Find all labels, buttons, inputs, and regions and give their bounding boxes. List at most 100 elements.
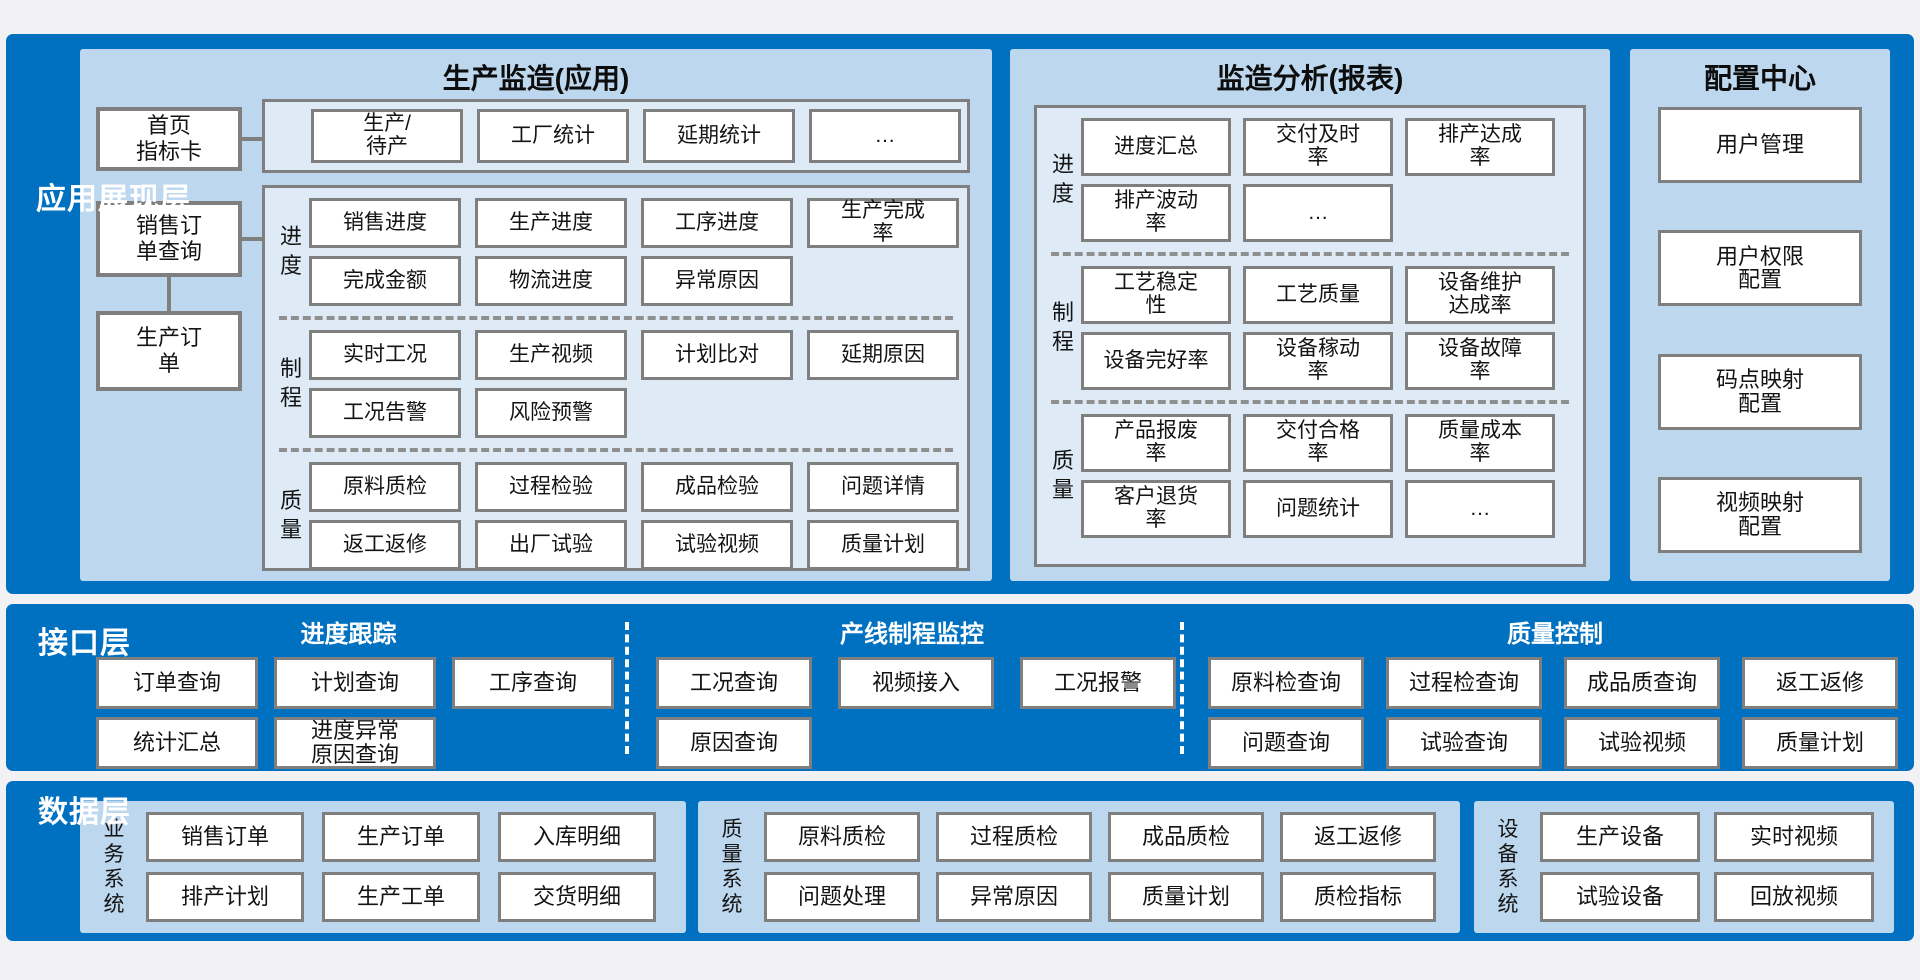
diagram-box: 交付及时 率 bbox=[1243, 118, 1393, 176]
diagram-box: 工厂统计 bbox=[477, 109, 629, 163]
group-line-process-monitoring: 产线制程监控 工况查询视频接入工况报警原因查询 bbox=[648, 614, 1176, 769]
nav-box-sales-order-query: 销售订 单查询 bbox=[96, 201, 242, 277]
production-panel-title: 生产监造(应用) bbox=[442, 63, 630, 94]
diagram-box: 问题处理 bbox=[764, 872, 920, 922]
diagram-box: 视频映射 配置 bbox=[1658, 476, 1862, 553]
group-quality-control: 质量控制 原料检查询过程检查询成品质查询返工返修问题查询试验查询试验视频质量计划 bbox=[1202, 614, 1908, 769]
diagram-box: 质量计划 bbox=[807, 520, 959, 570]
dashed-separator bbox=[279, 448, 953, 452]
diagram-box: 质量计划 bbox=[1742, 717, 1898, 769]
process-rows: 实时工况生产视频计划比对延期原因工况告警风险预警 bbox=[309, 330, 959, 438]
section-label-process: 制 程 bbox=[279, 356, 302, 410]
diagram-box: 工艺稳定 性 bbox=[1081, 266, 1231, 324]
diagram-box: 过程检查询 bbox=[1386, 657, 1542, 709]
diagram-box: 风险预警 bbox=[475, 388, 627, 438]
panel-business-system: 业 务 系 统 销售订单生产订单入库明细排产计划生产工单交货明细 bbox=[80, 801, 686, 933]
diagram-box: 工序进度 bbox=[641, 198, 793, 248]
box-row: 完成金额物流进度异常原因 bbox=[309, 256, 959, 306]
diagram-box: 设备维护 达成率 bbox=[1405, 266, 1555, 324]
section-quality: 质 量 产品报废 率交付合格 率质量成本 率客户退货 率问题统计… bbox=[1045, 408, 1575, 544]
config-item-list: 用户管理用户权限 配置码点映射 配置视频映射 配置 bbox=[1658, 107, 1862, 553]
quality-control-rows: 原料检查询过程检查询成品质查询返工返修问题查询试验查询试验视频质量计划 bbox=[1202, 657, 1908, 769]
group-progress-tracking: 进度跟踪 订单查询计划查询工序查询统计汇总进度异常 原因查询 bbox=[76, 614, 621, 769]
group-title: 质量控制 bbox=[1507, 621, 1603, 648]
diagram-box: 生产设备 bbox=[1540, 812, 1700, 862]
diagram-box: 计划查询 bbox=[274, 657, 436, 709]
box-row: 原料质检过程检验成品检验问题详情 bbox=[309, 462, 959, 512]
section-label-progress: 进 度 bbox=[279, 224, 302, 278]
quality-report-rows: 产品报废 率交付合格 率质量成本 率客户退货 率问题统计… bbox=[1081, 414, 1555, 538]
box-row: 原料质检过程质检成品质检返工返修 bbox=[764, 812, 1436, 862]
diagram-box: 质量计划 bbox=[1108, 872, 1264, 922]
diagram-box: 试验视频 bbox=[1564, 717, 1720, 769]
data-layer-label: 数据层 bbox=[38, 796, 131, 829]
interface-layer-band: 接口层 进度跟踪 订单查询计划查询工序查询统计汇总进度异常 原因查询 产线制程监… bbox=[6, 604, 1914, 771]
diagram-box: 生产/ 待产 bbox=[311, 109, 463, 163]
panel-equipment-system: 设 备 系 统 生产设备实时视频试验设备回放视频 bbox=[1474, 801, 1894, 933]
diagram-box: 生产进度 bbox=[475, 198, 627, 248]
diagram-box: 返工返修 bbox=[1742, 657, 1898, 709]
diagram-box: 统计汇总 bbox=[96, 717, 258, 769]
diagram-box: 生产完成 率 bbox=[807, 198, 959, 248]
diagram-box: 视频接入 bbox=[838, 657, 994, 709]
diagram-box: 进度汇总 bbox=[1081, 118, 1231, 176]
diagram-box: 进度异常 原因查询 bbox=[274, 717, 436, 769]
nav-box-production-order: 生产订 单 bbox=[96, 311, 242, 391]
diagram-box: 物流进度 bbox=[475, 256, 627, 306]
diagram-box: 试验视频 bbox=[641, 520, 793, 570]
diagram-box: 实时工况 bbox=[309, 330, 461, 380]
diagram-box: 设备完好率 bbox=[1081, 332, 1231, 390]
progress-rows: 销售进度生产进度工序进度生产完成 率完成金额物流进度异常原因 bbox=[309, 198, 959, 306]
box-row: 试验设备回放视频 bbox=[1540, 872, 1874, 922]
diagram-box: 质量成本 率 bbox=[1405, 414, 1555, 472]
quality-system-rows: 原料质检过程质检成品质检返工返修问题处理异常原因质量计划质检指标 bbox=[764, 812, 1436, 922]
diagram-box: 用户管理 bbox=[1658, 107, 1862, 183]
diagram-box: 计划比对 bbox=[641, 330, 793, 380]
box-row: 统计汇总进度异常 原因查询 bbox=[96, 717, 621, 769]
quality-rows: 原料质检过程检验成品检验问题详情返工返修出厂试验试验视频质量计划 bbox=[309, 462, 959, 570]
analysis-panel-title: 监造分析(报表) bbox=[1216, 63, 1404, 94]
box-row: 工况查询视频接入工况报警 bbox=[656, 657, 1176, 709]
diagram-box: 排产计划 bbox=[146, 872, 304, 922]
box-row: 订单查询计划查询工序查询 bbox=[96, 657, 621, 709]
diagram-box: 完成金额 bbox=[309, 256, 461, 306]
diagram-box: 工艺质量 bbox=[1243, 266, 1393, 324]
diagram-box: 入库明细 bbox=[498, 812, 656, 862]
diagram-box: 延期原因 bbox=[807, 330, 959, 380]
equipment-system-rows: 生产设备实时视频试验设备回放视频 bbox=[1540, 812, 1874, 922]
box-row: 问题处理异常原因质量计划质检指标 bbox=[764, 872, 1436, 922]
application-layer-band: 应用展现层 生产监造(应用) 首页 指标卡 销售订 单查询 生产订 单 生产/ … bbox=[6, 34, 1914, 594]
diagram-box: 异常原因 bbox=[641, 256, 793, 306]
box-row: 排产计划生产工单交货明细 bbox=[146, 872, 656, 922]
section-progress: 进 度 销售进度生产进度工序进度生产完成 率完成金额物流进度异常原因 bbox=[273, 192, 959, 312]
diagram-box: 原因查询 bbox=[656, 717, 812, 769]
system-label-quality: 质 量 系 统 bbox=[721, 817, 743, 917]
diagram-box: 原料质检 bbox=[764, 812, 920, 862]
application-layer-label: 应用展现层 bbox=[36, 183, 191, 216]
dashed-separator bbox=[279, 316, 953, 320]
diagram-box: 返工返修 bbox=[1280, 812, 1436, 862]
progress-report-rows: 进度汇总交付及时 率排产达成 率排产波动 率… bbox=[1081, 118, 1555, 242]
process-report-rows: 工艺稳定 性工艺质量设备维护 达成率设备完好率设备稼动 率设备故障 率 bbox=[1081, 266, 1555, 390]
box-row: 原因查询 bbox=[656, 717, 1176, 769]
subpanel-detail: 进 度 销售进度生产进度工序进度生产完成 率完成金额物流进度异常原因 制 程 实… bbox=[262, 185, 970, 571]
diagram-box: 过程检验 bbox=[475, 462, 627, 512]
diagram-box: 实时视频 bbox=[1714, 812, 1874, 862]
diagram-box: 问题统计 bbox=[1243, 480, 1393, 538]
subpanel-overview: 生产/ 待产工厂统计延期统计… bbox=[262, 99, 970, 173]
panel-config-center: 配置中心 用户管理用户权限 配置码点映射 配置视频映射 配置 bbox=[1630, 49, 1890, 581]
dashed-divider bbox=[1180, 622, 1184, 754]
diagram-box: 试验查询 bbox=[1386, 717, 1542, 769]
box-row: 排产波动 率… bbox=[1081, 184, 1555, 242]
diagram-box: 码点映射 配置 bbox=[1658, 353, 1862, 430]
diagram-box: 订单查询 bbox=[96, 657, 258, 709]
diagram-box: 原料质检 bbox=[309, 462, 461, 512]
section-label-progress: 进 度 bbox=[1051, 152, 1074, 206]
diagram-box: 生产工单 bbox=[322, 872, 480, 922]
box-row: 工况告警风险预警 bbox=[309, 388, 959, 438]
diagram-box: 产品报废 率 bbox=[1081, 414, 1231, 472]
connector-line bbox=[242, 237, 262, 241]
box-row: 销售进度生产进度工序进度生产完成 率 bbox=[309, 198, 959, 248]
diagram-box: 工序查询 bbox=[452, 657, 614, 709]
dashed-separator bbox=[1051, 400, 1569, 404]
